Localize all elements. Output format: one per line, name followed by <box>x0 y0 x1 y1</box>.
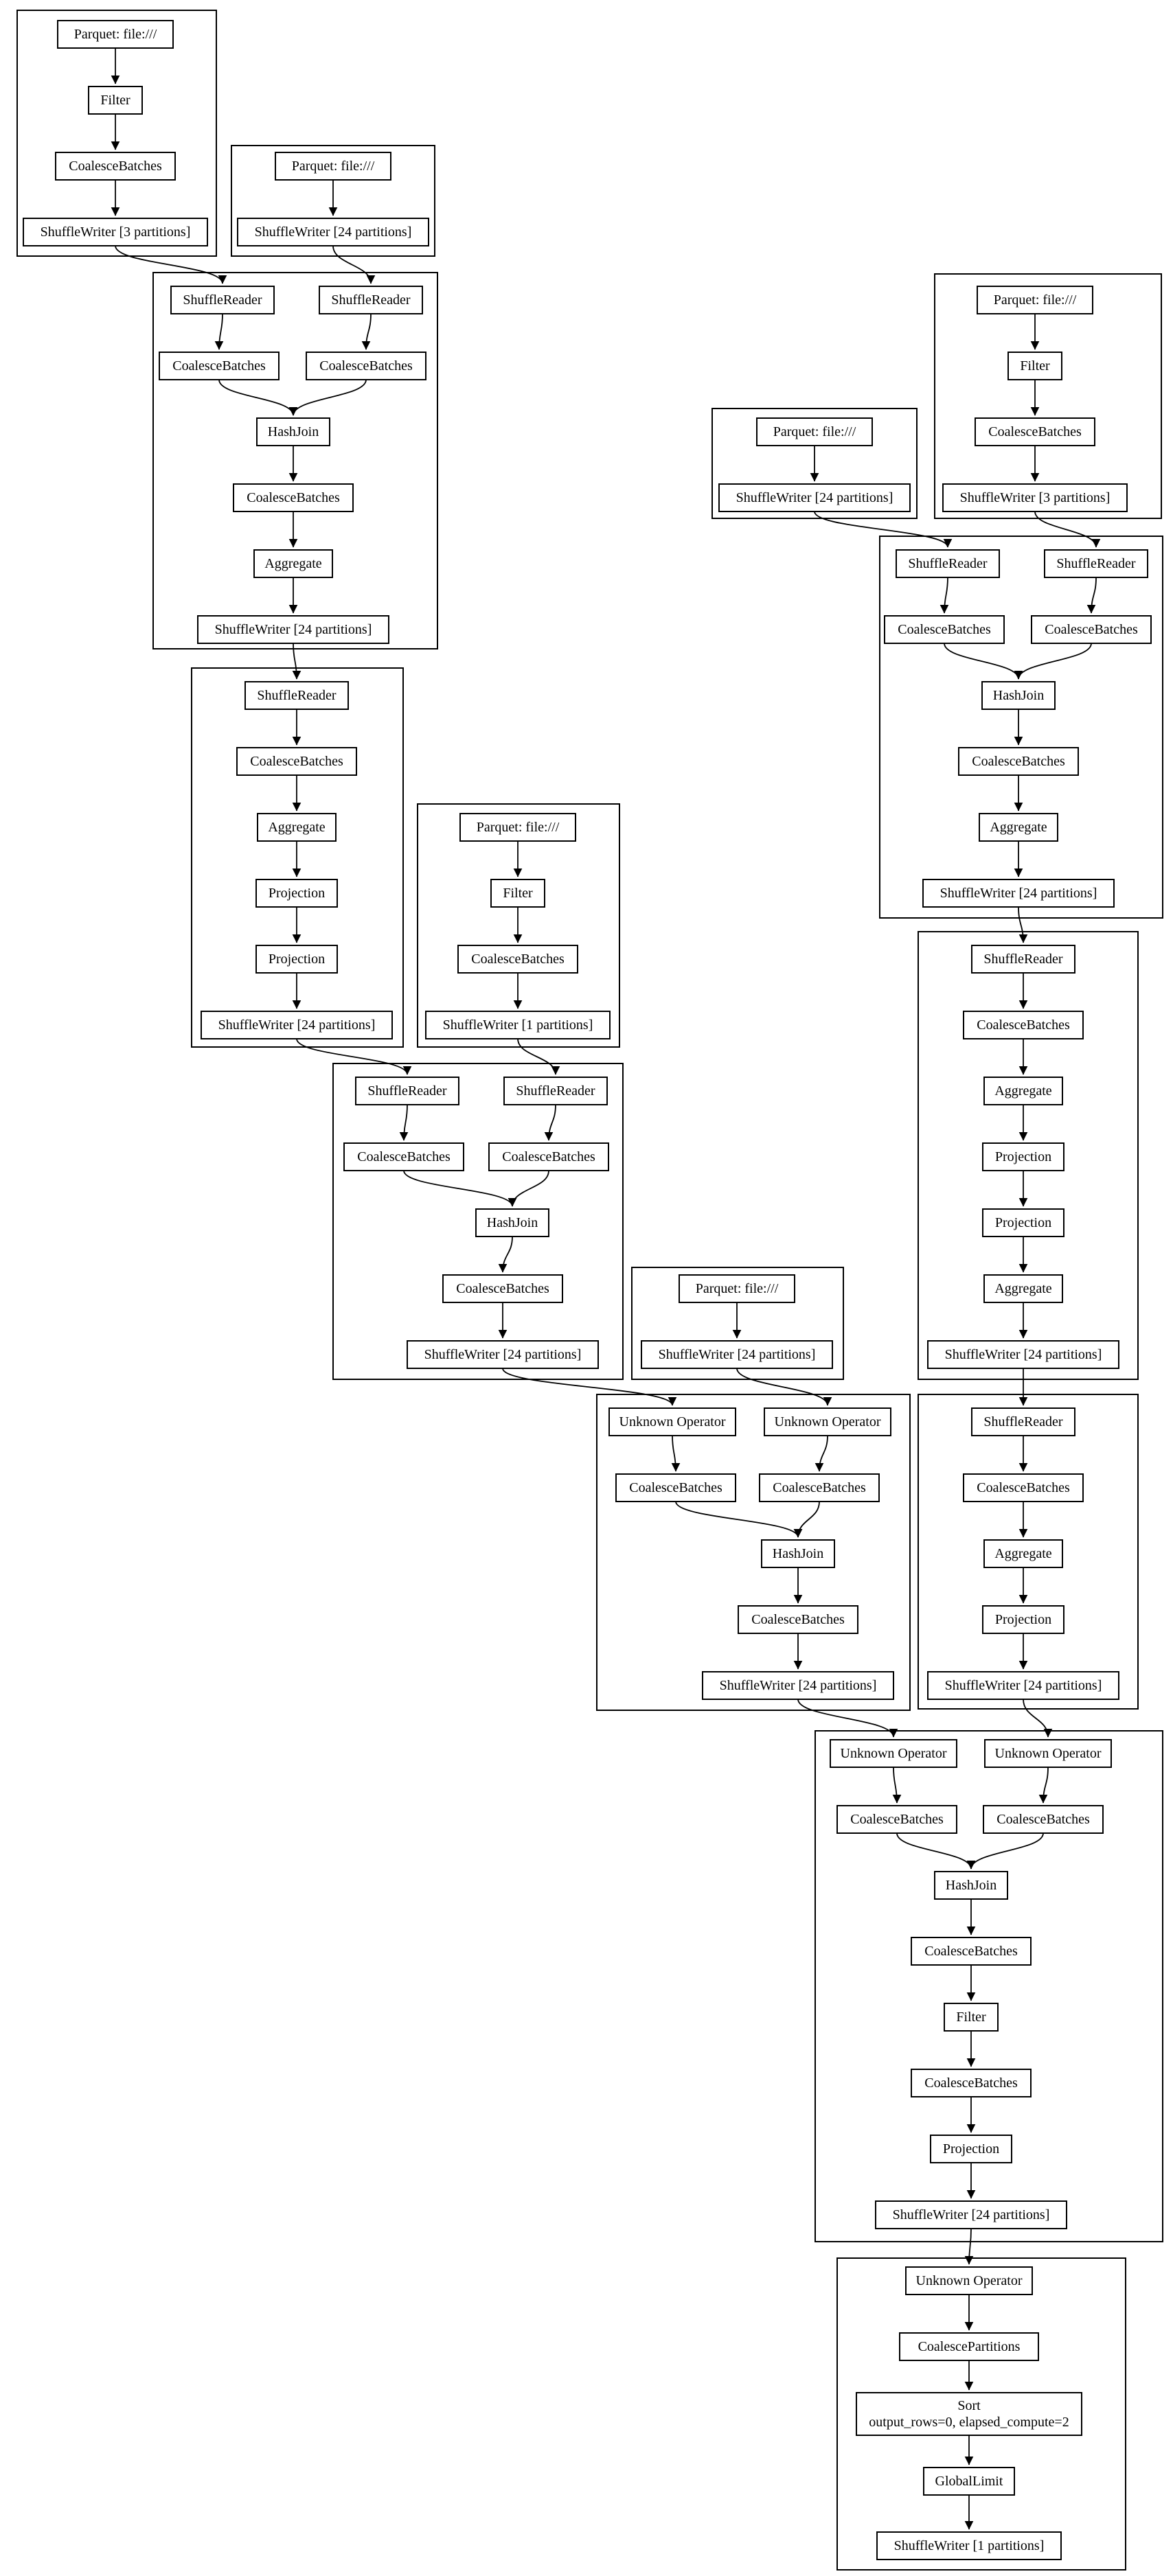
node-coalescebatches: CoalesceBatches <box>306 352 426 380</box>
node-coalescebatches: CoalesceBatches <box>343 1142 464 1171</box>
node-aggregate: Aggregate <box>979 813 1058 842</box>
node-unknown-operator: Unknown Operator <box>830 1739 957 1768</box>
node-shufflewriter-24-partitions: ShuffleWriter [24 partitions] <box>201 1011 393 1039</box>
node-parquet-file: Parquet: file:/// <box>57 20 174 49</box>
node-parquet-file: Parquet: file:/// <box>977 286 1093 314</box>
cluster-stage-14 <box>815 1730 1163 2242</box>
node-shufflewriter-24-partitions: ShuffleWriter [24 partitions] <box>927 1671 1119 1700</box>
node-projection: Projection <box>930 2135 1012 2163</box>
node-shufflewriter-24-partitions: ShuffleWriter [24 partitions] <box>875 2200 1067 2229</box>
node-coalescebatches: CoalesceBatches <box>911 1937 1032 1966</box>
cluster-stage-6 <box>332 1063 624 1380</box>
node-parquet-file: Parquet: file:/// <box>275 152 391 181</box>
node-shufflewriter-3-partitions: ShuffleWriter [3 partitions] <box>942 483 1128 512</box>
node-shufflewriter-24-partitions: ShuffleWriter [24 partitions] <box>718 483 911 512</box>
node-sort: Sort output_rows=0, elapsed_compute=2 <box>856 2392 1082 2436</box>
node-coalescebatches: CoalesceBatches <box>159 352 280 380</box>
node-filter: Filter <box>88 86 143 115</box>
node-projection: Projection <box>255 945 338 974</box>
node-coalescebatches: CoalesceBatches <box>963 1011 1084 1039</box>
node-aggregate: Aggregate <box>983 1077 1063 1105</box>
node-hashjoin: HashJoin <box>981 681 1056 710</box>
node-coalescebatches: CoalesceBatches <box>233 483 354 512</box>
node-filter: Filter <box>944 2003 999 2032</box>
node-shufflereader: ShuffleReader <box>355 1077 459 1105</box>
node-shufflereader: ShuffleReader <box>319 286 423 314</box>
node-shufflereader: ShuffleReader <box>170 286 275 314</box>
cluster-stage-3 <box>152 272 438 649</box>
node-hashjoin: HashJoin <box>256 417 330 446</box>
node-projection: Projection <box>982 1605 1064 1634</box>
node-coalescebatches: CoalesceBatches <box>884 615 1005 644</box>
node-shufflewriter-24-partitions: ShuffleWriter [24 partitions] <box>927 1340 1119 1369</box>
node-aggregate: Aggregate <box>257 813 337 842</box>
node-coalescebatches: CoalesceBatches <box>55 152 176 181</box>
node-coalescebatches: CoalesceBatches <box>911 2069 1032 2097</box>
node-shufflewriter-24-partitions: ShuffleWriter [24 partitions] <box>922 879 1115 908</box>
node-shufflewriter-24-partitions: ShuffleWriter [24 partitions] <box>407 1340 599 1369</box>
node-coalescebatches: CoalesceBatches <box>983 1805 1104 1834</box>
node-shufflewriter-3-partitions: ShuffleWriter [3 partitions] <box>23 218 208 246</box>
node-globallimit: GlobalLimit <box>923 2467 1015 2496</box>
node-shufflereader: ShuffleReader <box>971 945 1075 974</box>
node-coalescebatches: CoalesceBatches <box>836 1805 957 1834</box>
node-shufflewriter-24-partitions: ShuffleWriter [24 partitions] <box>641 1340 833 1369</box>
node-hashjoin: HashJoin <box>761 1539 835 1568</box>
node-parquet-file: Parquet: file:/// <box>679 1274 795 1303</box>
node-filter: Filter <box>1007 352 1062 380</box>
node-coalescebatches: CoalesceBatches <box>975 417 1095 446</box>
cluster-stage-4 <box>191 667 404 1048</box>
node-coalescebatches: CoalesceBatches <box>958 747 1079 776</box>
cluster-stage-8 <box>596 1394 911 1711</box>
node-filter: Filter <box>490 879 545 908</box>
node-shufflewriter-1-partitions: ShuffleWriter [1 partitions] <box>425 1011 611 1039</box>
node-shufflereader: ShuffleReader <box>244 681 349 710</box>
node-projection: Projection <box>982 1208 1064 1237</box>
node-coalescebatches: CoalesceBatches <box>963 1473 1084 1502</box>
node-coalescebatches: CoalesceBatches <box>457 945 578 974</box>
node-shufflereader: ShuffleReader <box>896 549 1000 578</box>
node-shufflereader: ShuffleReader <box>503 1077 608 1105</box>
node-hashjoin: HashJoin <box>475 1208 549 1237</box>
node-coalescebatches: CoalesceBatches <box>738 1605 858 1634</box>
node-aggregate: Aggregate <box>253 549 333 578</box>
node-unknown-operator: Unknown Operator <box>984 1739 1112 1768</box>
node-parquet-file: Parquet: file:/// <box>756 417 873 446</box>
node-coalescebatches: CoalesceBatches <box>442 1274 563 1303</box>
node-projection: Projection <box>255 879 338 908</box>
node-shufflewriter-24-partitions: ShuffleWriter [24 partitions] <box>197 615 389 644</box>
node-aggregate: Aggregate <box>983 1274 1063 1303</box>
node-coalescebatches: CoalesceBatches <box>1031 615 1152 644</box>
node-coalescepartitions: CoalescePartitions <box>899 2332 1039 2361</box>
cluster-stage-11 <box>879 536 1163 919</box>
node-shufflewriter-24-partitions: ShuffleWriter [24 partitions] <box>702 1671 894 1700</box>
node-unknown-operator: Unknown Operator <box>608 1407 736 1436</box>
node-aggregate: Aggregate <box>983 1539 1063 1568</box>
node-coalescebatches: CoalesceBatches <box>759 1473 880 1502</box>
node-parquet-file: Parquet: file:/// <box>459 813 576 842</box>
node-shufflereader: ShuffleReader <box>1044 549 1148 578</box>
node-coalescebatches: CoalesceBatches <box>236 747 357 776</box>
node-unknown-operator: Unknown Operator <box>905 2266 1033 2295</box>
cluster-stage-12 <box>918 931 1139 1380</box>
node-coalescebatches: CoalesceBatches <box>615 1473 736 1502</box>
cluster-stage-15 <box>836 2257 1126 2571</box>
node-projection: Projection <box>982 1142 1064 1171</box>
node-shufflewriter-24-partitions: ShuffleWriter [24 partitions] <box>237 218 429 246</box>
node-unknown-operator: Unknown Operator <box>764 1407 891 1436</box>
node-coalescebatches: CoalesceBatches <box>488 1142 609 1171</box>
node-hashjoin: HashJoin <box>934 1871 1008 1900</box>
node-shufflereader: ShuffleReader <box>971 1407 1075 1436</box>
node-shufflewriter-1-partitions: ShuffleWriter [1 partitions] <box>876 2531 1062 2560</box>
